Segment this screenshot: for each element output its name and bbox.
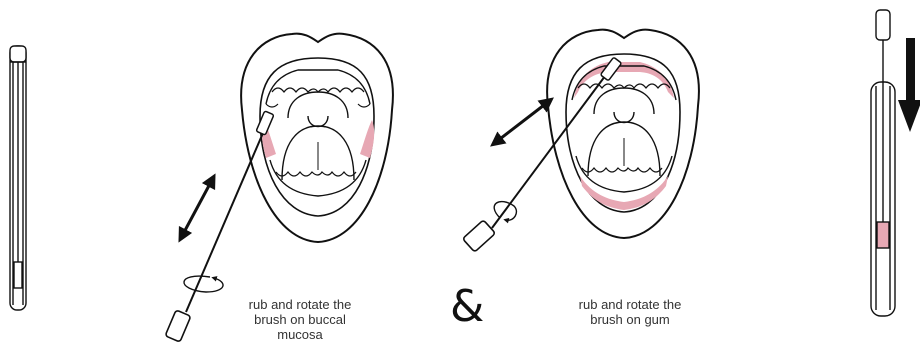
open-mouth-icon xyxy=(241,34,393,242)
caption-line: rub and rotate the xyxy=(230,297,370,312)
caption-line: mucosa xyxy=(230,327,370,342)
swab-tube-open-icon xyxy=(871,10,895,316)
ampersand-symbol: & xyxy=(450,282,484,332)
down-arrow-icon xyxy=(898,38,920,132)
caption-line: rub and rotate the xyxy=(560,297,700,312)
caption-buccal: rub and rotate the brush on buccal mucos… xyxy=(230,297,370,342)
rotation-arrow-icon xyxy=(184,276,223,292)
double-arrow-icon xyxy=(182,180,212,236)
caption-line: brush on gum xyxy=(560,312,700,327)
swab-tube-closed-icon xyxy=(10,46,26,310)
caption-line: brush on buccal xyxy=(230,312,370,327)
caption-gum: rub and rotate the brush on gum xyxy=(560,297,700,327)
open-mouth-icon xyxy=(547,30,699,238)
double-arrow-icon xyxy=(496,102,548,142)
